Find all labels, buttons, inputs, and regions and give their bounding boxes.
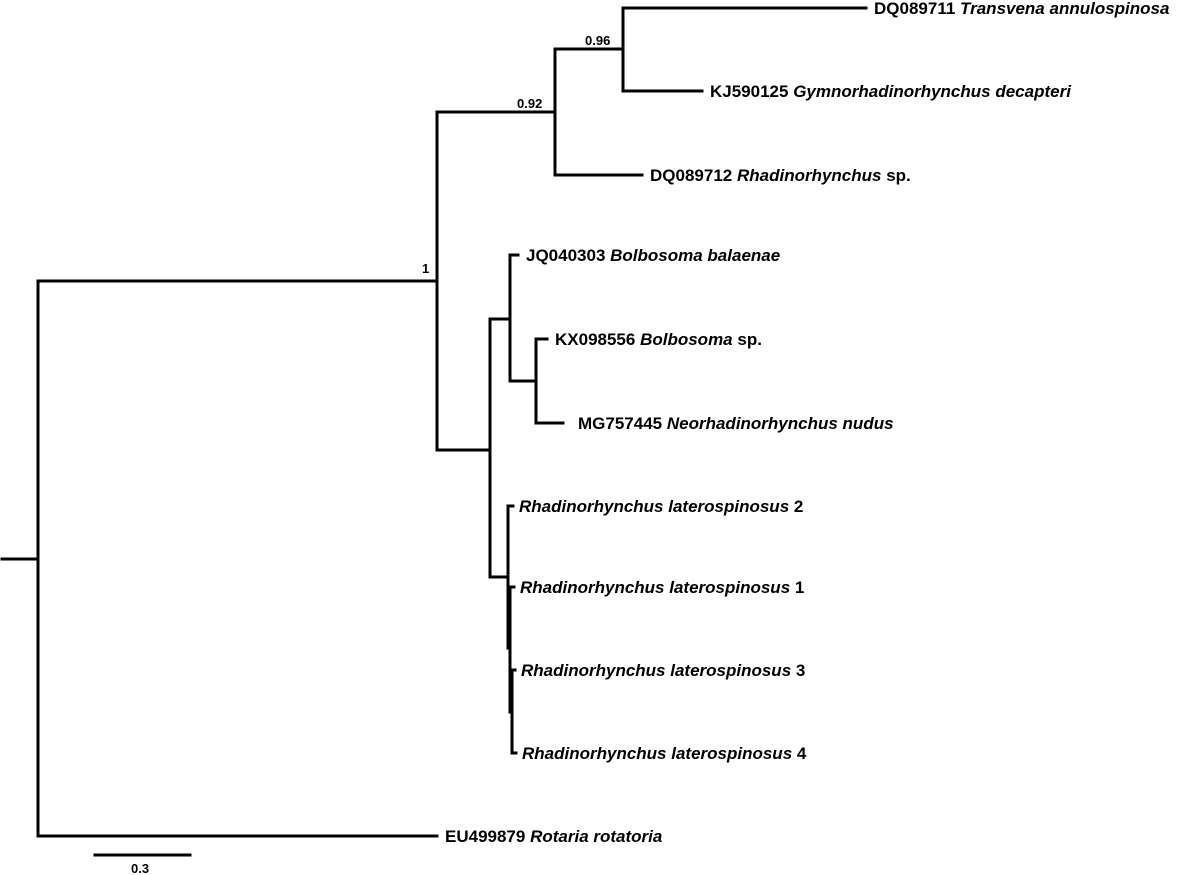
scale-bar-label: 0.3 [131, 861, 149, 875]
taxon-label-eu499879: EU499879 Rotaria rotatoria [445, 827, 662, 846]
taxon-label-kj590125: KJ590125 Gymnorhadinorhynchus decapteri [710, 82, 1072, 101]
taxon-label-jq040303: JQ040303 Bolbosoma balaenae [526, 246, 780, 265]
support-value-1: 1 [422, 261, 429, 276]
taxon-label-laterospinosus-2: Rhadinorhynchus laterospinosus 2 [519, 497, 803, 516]
taxon-label-laterospinosus-1: Rhadinorhynchus laterospinosus 1 [520, 578, 804, 597]
taxon-label-laterospinosus-3: Rhadinorhynchus laterospinosus 3 [521, 661, 805, 680]
support-value-092: 0.92 [517, 96, 542, 111]
taxon-label-dq089711: DQ089711 Transvena annulospinosa [874, 0, 1169, 18]
taxon-label-kx098556: KX098556 Bolbosoma sp. [555, 330, 762, 349]
support-value-096: 0.96 [585, 33, 610, 48]
taxon-label-mg757445: MG757445 Neorhadinorhynchus nudus [578, 414, 894, 433]
tree-branches [0, 6, 868, 838]
taxon-label-laterospinosus-4: Rhadinorhynchus laterospinosus 4 [522, 744, 807, 763]
taxon-label-dq089712: DQ089712 Rhadinorhynchus sp. [650, 166, 911, 185]
